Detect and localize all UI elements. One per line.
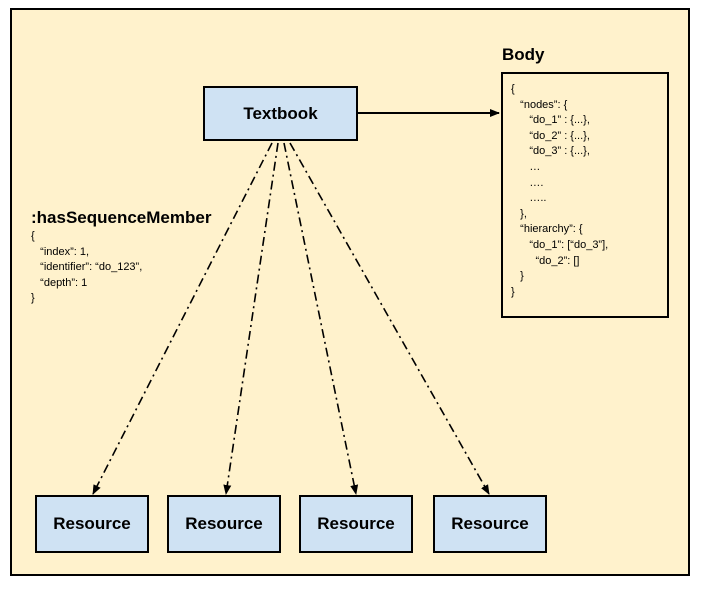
sequence-member-line: } <box>31 292 35 305</box>
body-line: “do_2”: [] <box>511 254 580 267</box>
sequence-member-edge-4 <box>289 142 490 495</box>
body-line: …. <box>511 176 544 189</box>
resource-node: Resource <box>299 495 413 553</box>
sequence-member-line: “depth”: 1 <box>31 276 88 289</box>
resource-node: Resource <box>433 495 547 553</box>
body-line: } <box>511 285 515 298</box>
body-line: “do_3” : {...}, <box>511 145 590 158</box>
resource-label: Resource <box>185 514 263 533</box>
sequence-member-title: :hasSequenceMember <box>31 208 212 227</box>
body-line: “do_2” : {...}, <box>511 129 590 142</box>
resource-label: Resource <box>451 514 529 533</box>
resource-node: Resource <box>167 495 281 553</box>
textbook-label: Textbook <box>243 103 318 123</box>
body-line: “do_1” : {...}, <box>511 114 590 127</box>
body-line: }, <box>511 207 527 220</box>
resource-label: Resource <box>53 514 131 533</box>
body-json-box: { “nodes”: { “do_1” : {...}, “do_2” : {.… <box>501 72 669 318</box>
body-line: ….. <box>511 192 547 205</box>
body-line: } <box>511 270 524 283</box>
body-line: “nodes”: { <box>511 98 568 111</box>
sequence-member-edge-1 <box>92 142 273 495</box>
sequence-member-line: { <box>31 230 35 242</box>
sequence-member-edge-2 <box>223 142 279 495</box>
textbook-node: Textbook <box>203 86 358 141</box>
sequence-member-line: “identifier”: “do_123”, <box>31 261 143 274</box>
body-title: Body <box>502 45 545 64</box>
sequence-member-line: “index”: 1, <box>31 245 90 258</box>
sequence-member-edge-3 <box>283 142 359 495</box>
body-line: { <box>511 83 515 95</box>
body-line: “do_1”: [“do_3”], <box>511 238 609 251</box>
resource-node: Resource <box>35 495 149 553</box>
sequence-member-json: { “index”: 1, “identifier”: “do_123”, “d… <box>31 229 142 307</box>
body-line: … <box>511 160 541 173</box>
body-line: “hierarchy”: { <box>511 223 583 236</box>
resource-label: Resource <box>317 514 395 533</box>
